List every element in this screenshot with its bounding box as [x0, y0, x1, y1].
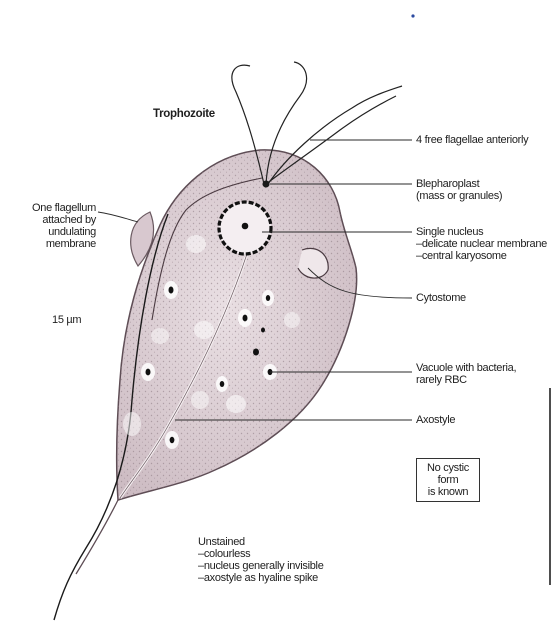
label-line: attached by [8, 214, 96, 226]
blepharoplast [263, 181, 270, 188]
label-line: Vacuole with bacteria, [416, 362, 516, 374]
label-size: 15 µm [52, 314, 81, 326]
label-line: Unstained [198, 536, 324, 548]
label-line: is known [422, 486, 474, 498]
no-cyst-box: No cystic form is known [416, 458, 480, 502]
label-line: One flagellum [8, 202, 96, 214]
label-nucleus: Single nucleus –delicate nuclear membran… [416, 226, 547, 262]
label-line: Blepharoplast [416, 178, 502, 190]
label-line: Single nucleus [416, 226, 547, 238]
label-line: membrane [8, 238, 96, 250]
karyosome [242, 223, 249, 230]
diagram-title: Trophozoite [153, 108, 215, 120]
label-line: –central karyosome [416, 250, 547, 262]
label-line: No cystic [422, 462, 474, 474]
label-line: –delicate nuclear membrane [416, 238, 547, 250]
axostyle-tail [76, 500, 118, 574]
stray-dot [411, 14, 414, 17]
label-line: –nucleus generally invisible [198, 560, 324, 572]
label-flagellae: 4 free flagellae anteriorly [416, 134, 528, 146]
label-line: undulating [8, 226, 96, 238]
label-line: –axostyle as hyaline spike [198, 572, 324, 584]
label-line: rarely RBC [416, 374, 516, 386]
label-vacuole: Vacuole with bacteria, rarely RBC [416, 362, 516, 386]
label-unstained: Unstained –colourless –nucleus generally… [198, 536, 324, 584]
label-undulating-membrane: One flagellum attached by undulating mem… [8, 202, 96, 250]
label-line: form [422, 474, 474, 486]
label-cytostome: Cytostome [416, 292, 466, 304]
label-line: –colourless [198, 548, 324, 560]
label-line: (mass or granules) [416, 190, 502, 202]
label-blepharoplast: Blepharoplast (mass or granules) [416, 178, 502, 202]
label-axostyle: Axostyle [416, 414, 455, 426]
